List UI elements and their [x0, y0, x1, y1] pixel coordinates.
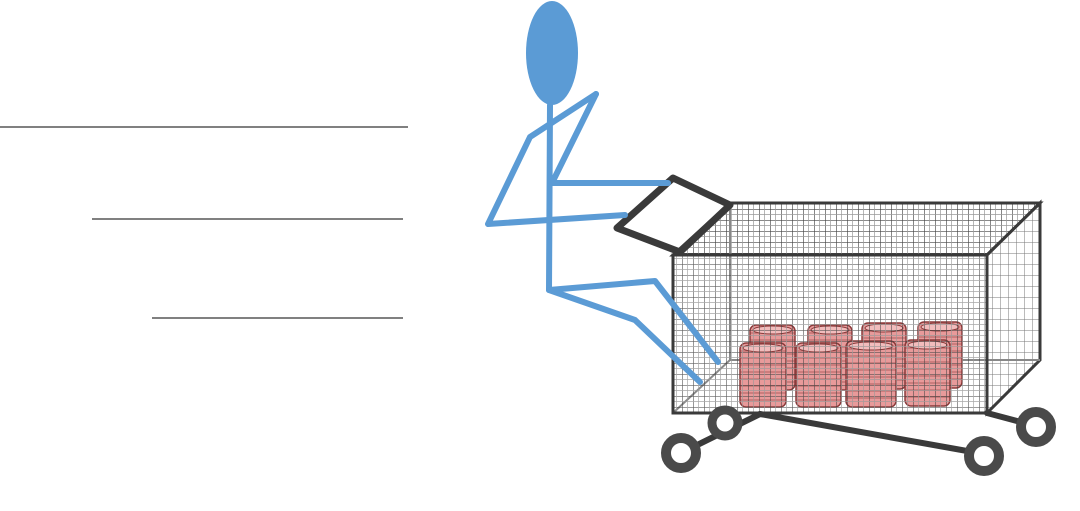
figure-arm-front	[549, 91, 671, 186]
wheel	[964, 436, 1004, 476]
figure-head	[526, 1, 578, 105]
stick-figure	[485, 1, 721, 385]
figure-leg-front	[546, 278, 721, 365]
figure-torso	[546, 102, 553, 293]
shopping-cart	[613, 174, 1056, 476]
cart-handle[interactable]	[613, 174, 734, 256]
wheel	[707, 405, 743, 441]
wheel	[1016, 407, 1056, 447]
cart-front-face	[671, 253, 989, 415]
figure-leg-back	[546, 287, 703, 385]
figure-arm-back	[485, 91, 628, 227]
speed-lines	[0, 126, 408, 319]
wheel	[661, 433, 701, 473]
wheels	[661, 405, 1056, 476]
